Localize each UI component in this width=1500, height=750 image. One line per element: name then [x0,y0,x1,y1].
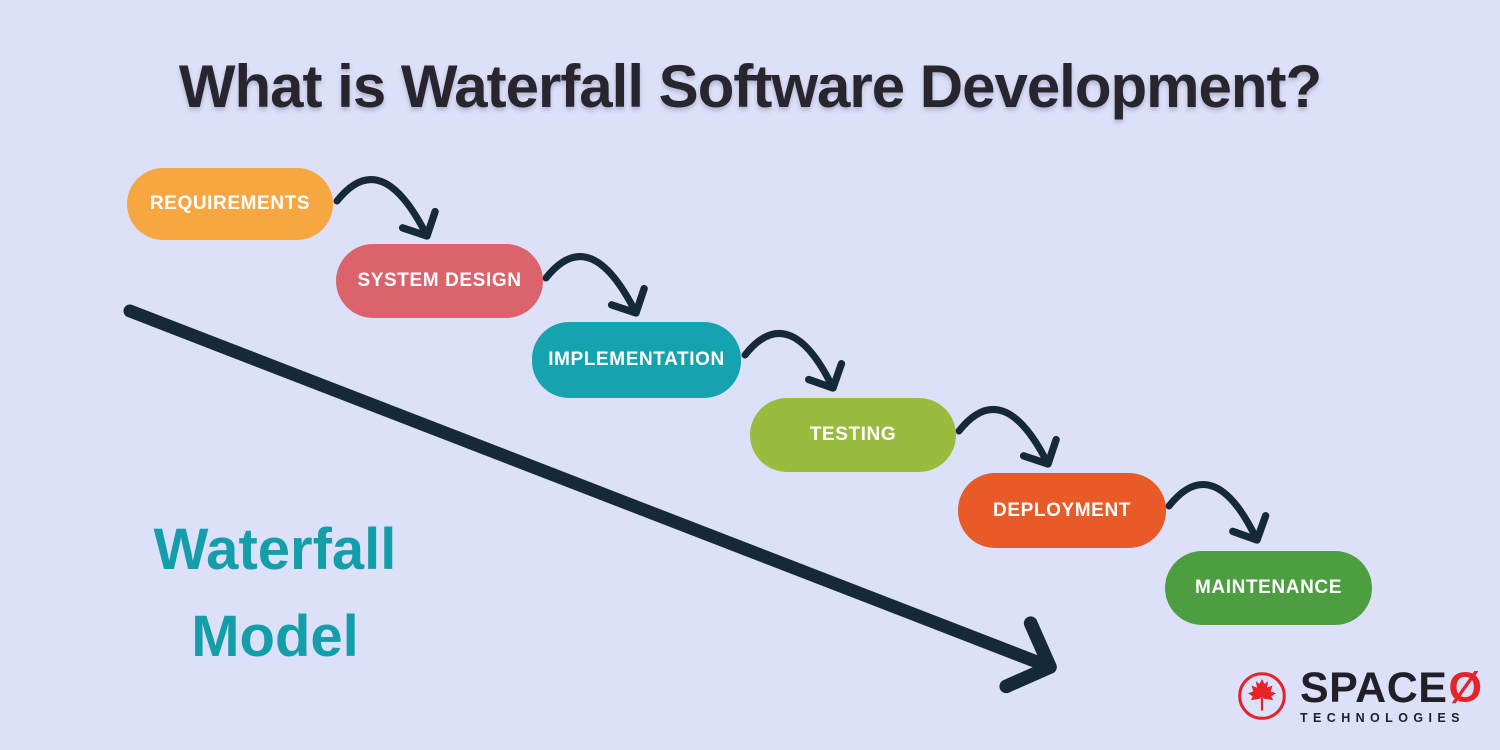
connector-arrow-4 [955,405,1060,468]
connector-arrow-3 [741,329,846,392]
stage-label: TESTING [809,424,897,445]
stage-label: IMPLEMENTATION [548,349,725,370]
model-caption-line2: Model [191,604,359,669]
stage-maintenance: MAINTENANCE [1165,551,1372,625]
model-caption: Waterfall Model [95,506,455,680]
connector-arrow-1 [333,176,439,240]
stage-requirements: REQUIREMENTS [127,168,333,240]
connector-arrow-5 [1165,481,1270,544]
connector-arrow-2 [542,253,648,317]
brand-name: SPACE [1300,664,1448,712]
stage-implementation: IMPLEMENTATION [532,322,741,398]
stage-deployment: DEPLOYMENT [958,473,1166,548]
stage-testing: TESTING [750,398,956,472]
model-caption-line1: Waterfall [153,517,397,582]
stage-label: SYSTEM DESIGN [357,270,522,291]
brand-subtitle: TECHNOLOGIES [1300,711,1465,726]
stage-system-design: SYSTEM DESIGN [336,244,543,318]
brand-logo: SPACE Ø TECHNOLOGIES [1237,664,1482,726]
brand-slashed-o: Ø [1448,664,1482,712]
maple-leaf-icon [1238,672,1286,720]
stage-label: DEPLOYMENT [993,499,1131,521]
stage-label: REQUIREMENTS [149,193,311,214]
stage-label: MAINTENANCE [1195,577,1342,598]
page-title: What is Waterfall Software Development? [178,53,1322,120]
